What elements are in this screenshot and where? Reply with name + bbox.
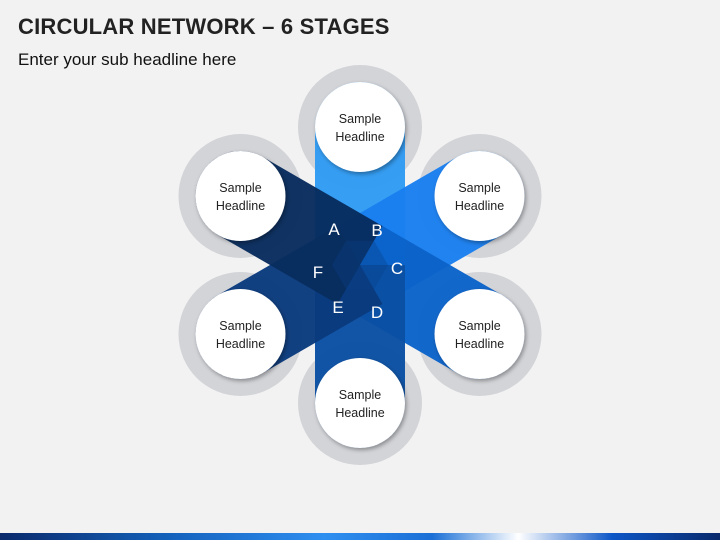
node-circle-b[interactable]	[434, 151, 525, 241]
node-label-line1-f: Sample	[219, 181, 261, 195]
node-label-line2-a: Headline	[335, 130, 384, 144]
page-subtitle: Enter your sub headline here	[18, 50, 237, 69]
node-circle-e[interactable]	[195, 289, 286, 379]
node-label-line1-b: Sample	[458, 181, 500, 195]
node-label-line2-d: Headline	[335, 406, 384, 420]
stage-letter-e: E	[332, 298, 343, 317]
node-label-line1-a: Sample	[339, 112, 381, 126]
stage-letter-a: A	[328, 220, 340, 239]
letters-layer: A BC D EF	[313, 220, 403, 322]
page-title: CIRCULAR NETWORK – 6 STAGES	[18, 14, 390, 39]
node-label-line1-e: Sample	[219, 319, 261, 333]
node-label-line2-c: Headline	[455, 337, 504, 351]
node-label-line2-f: Headline	[216, 199, 265, 213]
stage-letter-f: F	[313, 263, 323, 282]
stage-letter-c: C	[391, 259, 403, 278]
node-circle-c[interactable]	[434, 289, 525, 379]
bottom-accent-bar	[0, 533, 720, 540]
node-circle-a[interactable]	[315, 82, 405, 172]
node-label-line1-d: Sample	[339, 388, 381, 402]
nodes-layer: SampleHeadlineSampleHeadlineSampleHeadli…	[195, 82, 525, 448]
stage-letter-d: D	[371, 303, 383, 322]
node-label-line1-c: Sample	[458, 319, 500, 333]
node-label-line2-e: Headline	[216, 337, 265, 351]
stage-letter-b: B	[371, 221, 382, 240]
center-hexagon	[332, 240, 388, 290]
node-label-line2-b: Headline	[455, 199, 504, 213]
node-circle-f[interactable]	[195, 151, 286, 241]
node-circle-d[interactable]	[315, 358, 405, 448]
